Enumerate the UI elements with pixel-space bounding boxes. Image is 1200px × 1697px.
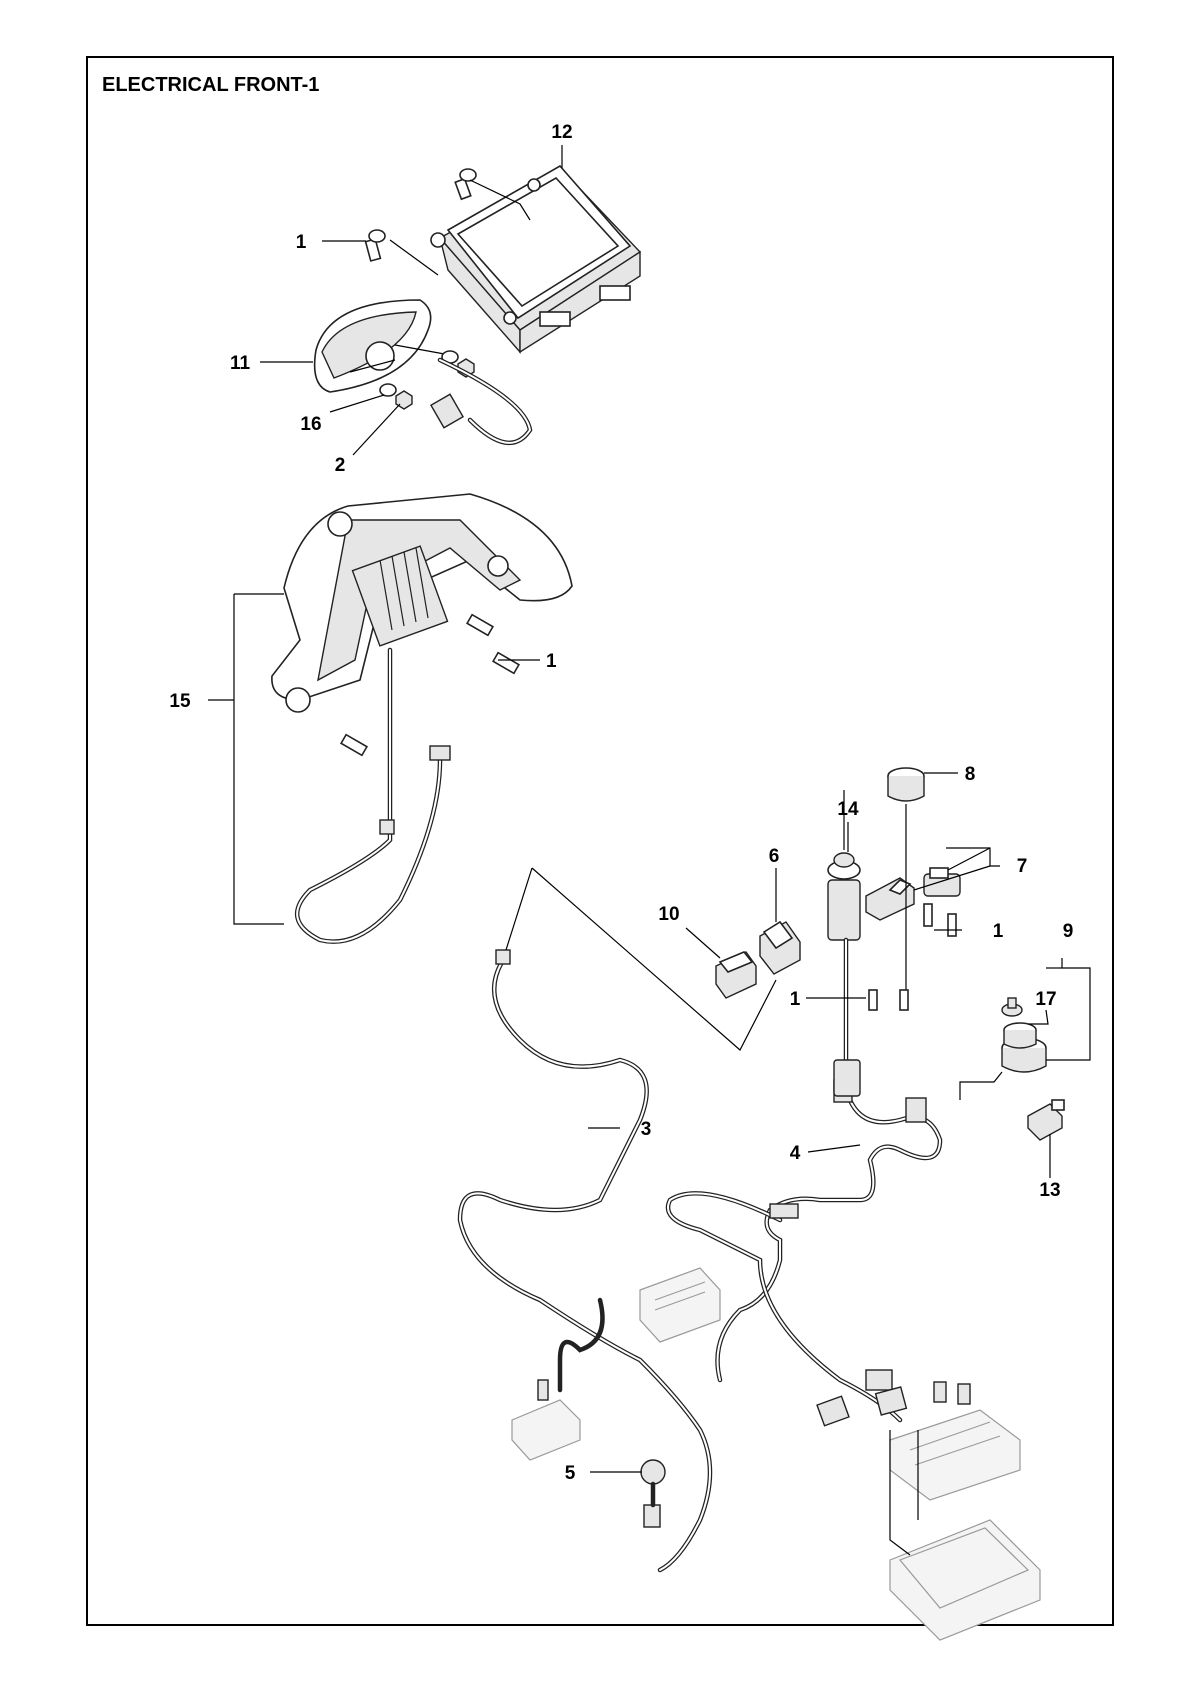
callout-13: 13 (1039, 1180, 1060, 1201)
callout-labels: 12 1 11 16 2 1 15 8 14 6 7 10 1 9 1 17 3… (169, 122, 1073, 1484)
rocker-switch-10 (715, 951, 757, 999)
bracket-assembly-15 (271, 493, 573, 713)
callout-4: 4 (790, 1143, 801, 1164)
push-button-14 (827, 790, 861, 941)
callout-8: 8 (965, 764, 976, 785)
control-module-12 (430, 164, 642, 354)
callout-16: 16 (300, 414, 321, 435)
nut-2 (395, 358, 475, 410)
cable-14 (833, 937, 861, 1097)
callout-12: 12 (551, 122, 572, 143)
light-unit-11 (313, 299, 451, 393)
callout-10: 10 (658, 904, 679, 925)
ignition-switch-9 (1001, 1022, 1047, 1073)
leader-lines (208, 145, 1091, 1473)
switch-housing-7 (865, 867, 961, 921)
callout-1: 1 (546, 651, 557, 672)
callout-1: 1 (993, 921, 1004, 942)
harness-clip (511, 1379, 581, 1461)
callout-15: 15 (169, 691, 191, 712)
light-connector (430, 357, 533, 446)
callout-5: 5 (565, 1463, 576, 1484)
fuse-block (639, 1267, 721, 1343)
callout-9: 9 (1063, 921, 1074, 942)
callout-17: 17 (1035, 989, 1056, 1010)
relay-bracket (889, 1409, 1021, 1501)
screw-1-top-b (364, 229, 386, 262)
pot-knob-8 (887, 767, 925, 990)
relay-connectors (816, 1369, 971, 1427)
connector-13 (1027, 1099, 1065, 1141)
harness-3 (457, 949, 713, 1573)
callout-7: 7 (1017, 856, 1028, 877)
callout-14: 14 (837, 799, 859, 820)
harness-4 (665, 1079, 943, 1423)
callout-2: 2 (335, 455, 346, 476)
ecu-module (889, 1519, 1041, 1641)
diagram-frame (86, 56, 1114, 1626)
ignition-key-17 (1001, 997, 1023, 1017)
callout-11: 11 (230, 353, 251, 374)
screw-1-bracket (340, 613, 520, 757)
callout-6: 6 (769, 846, 780, 867)
diagram-title: ELECTRICAL FRONT-1 (102, 74, 320, 96)
callout-1: 1 (790, 989, 801, 1010)
switch-5 (640, 1459, 666, 1528)
rocker-switch-6 (759, 920, 801, 975)
callout-3: 3 (641, 1119, 652, 1140)
screw-1-top-a (454, 168, 477, 201)
screws-1-right (868, 903, 957, 1011)
callout-1: 1 (296, 232, 307, 253)
bracket-harness (294, 647, 451, 944)
